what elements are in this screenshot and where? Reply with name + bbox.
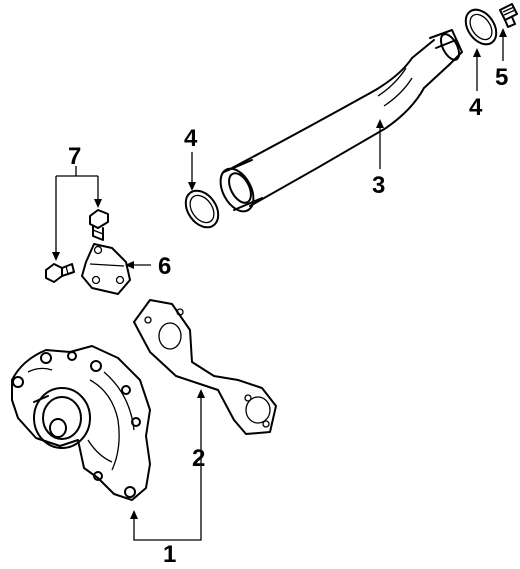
- callout-4-right: 4: [469, 94, 483, 121]
- callout-3: 3: [372, 172, 385, 199]
- bolt-upper: [89, 209, 109, 241]
- callout-5: 5: [495, 64, 508, 91]
- bolt-lower: [45, 263, 75, 283]
- fitting: [499, 3, 518, 28]
- callout-2: 2: [192, 445, 205, 472]
- callout-1: 1: [163, 541, 176, 568]
- callout-4-left: 4: [184, 125, 198, 152]
- gasket: [133, 299, 277, 435]
- bracket: [81, 243, 131, 295]
- callout-6: 6: [158, 253, 171, 280]
- callout-7: 7: [68, 143, 81, 170]
- water-pump: [11, 345, 151, 501]
- callout-labels: 1 2 3 4 4 5 6 7: [68, 64, 508, 568]
- leader-lines: [52, 28, 507, 541]
- o-ring-right: [464, 8, 498, 46]
- o-ring-left: [184, 189, 220, 229]
- coolant-tube: [219, 29, 463, 213]
